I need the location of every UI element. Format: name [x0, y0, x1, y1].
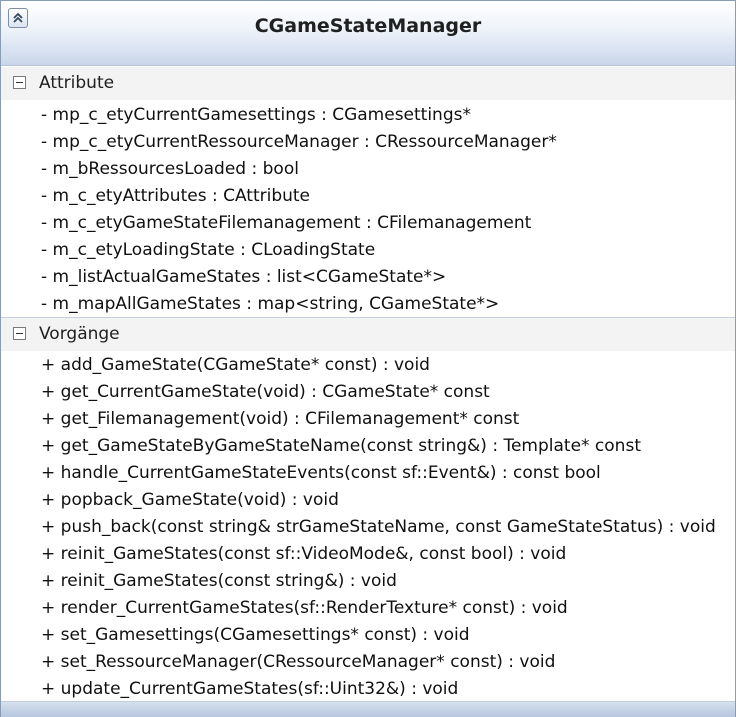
- attribute-item[interactable]: - m_bRessourcesLoaded : bool: [41, 159, 299, 179]
- operation-item[interactable]: + reinit_GameStates(const string&) : voi…: [41, 571, 397, 591]
- attribute-item[interactable]: - m_c_etyLoadingState : CLoadingState: [41, 240, 376, 260]
- class-name: CGameStateManager: [254, 15, 482, 37]
- operation-item[interactable]: + get_GameStateByGameStateName(const str…: [41, 436, 641, 456]
- class-footer-bar: [1, 701, 735, 717]
- class-header: CGameStateManager: [1, 1, 735, 66]
- attribute-item[interactable]: - mp_c_etyCurrentGamesettings : CGameset…: [41, 105, 471, 125]
- collapse-button[interactable]: [8, 8, 28, 28]
- operation-item[interactable]: + popback_GameState(void) : void: [41, 490, 339, 510]
- operation-item[interactable]: + update_CurrentGameStates(sf::Uint32&) …: [41, 679, 459, 699]
- attribute-list: - mp_c_etyCurrentGamesettings : CGameset…: [41, 102, 557, 318]
- operation-item[interactable]: + add_GameState(CGameState* const) : voi…: [41, 355, 430, 375]
- operations-section-label: Vorgänge: [39, 324, 120, 344]
- operation-item[interactable]: + get_Filemanagement(void) : CFilemanage…: [41, 409, 520, 429]
- attributes-section-header[interactable]: Attribute: [1, 67, 735, 100]
- minus-box-icon[interactable]: [13, 76, 26, 89]
- operation-item[interactable]: + get_CurrentGameState(void) : CGameStat…: [41, 382, 490, 402]
- operation-item[interactable]: + render_CurrentGameStates(sf::RenderTex…: [41, 598, 568, 618]
- operations-section-header[interactable]: Vorgänge: [1, 317, 735, 351]
- attributes-section-label: Attribute: [39, 73, 115, 93]
- double-chevron-up-icon: [13, 12, 23, 23]
- operation-item[interactable]: + set_Gamesettings(CGamesettings* const)…: [41, 625, 470, 645]
- operation-item[interactable]: + handle_CurrentGameStateEvents(const sf…: [41, 463, 601, 483]
- minus-box-icon[interactable]: [13, 327, 26, 340]
- attribute-item[interactable]: - m_c_etyAttributes : CAttribute: [41, 186, 311, 206]
- operation-item[interactable]: + reinit_GameStates(const sf::VideoMode&…: [41, 544, 567, 564]
- operation-item[interactable]: + set_RessourceManager(CRessourceManager…: [41, 652, 556, 672]
- attribute-item[interactable]: - mp_c_etyCurrentRessourceManager : CRes…: [41, 132, 557, 152]
- operation-list: + add_GameState(CGameState* const) : voi…: [41, 352, 716, 703]
- attribute-item[interactable]: - m_c_etyGameStateFilemanagement : CFile…: [41, 213, 532, 233]
- operation-item[interactable]: + push_back(const string& strGameStateNa…: [41, 517, 716, 537]
- attribute-item[interactable]: - m_mapAllGameStates : map<string, CGame…: [41, 294, 500, 314]
- attribute-item[interactable]: - m_listActualGameStates : list<CGameSta…: [41, 267, 447, 287]
